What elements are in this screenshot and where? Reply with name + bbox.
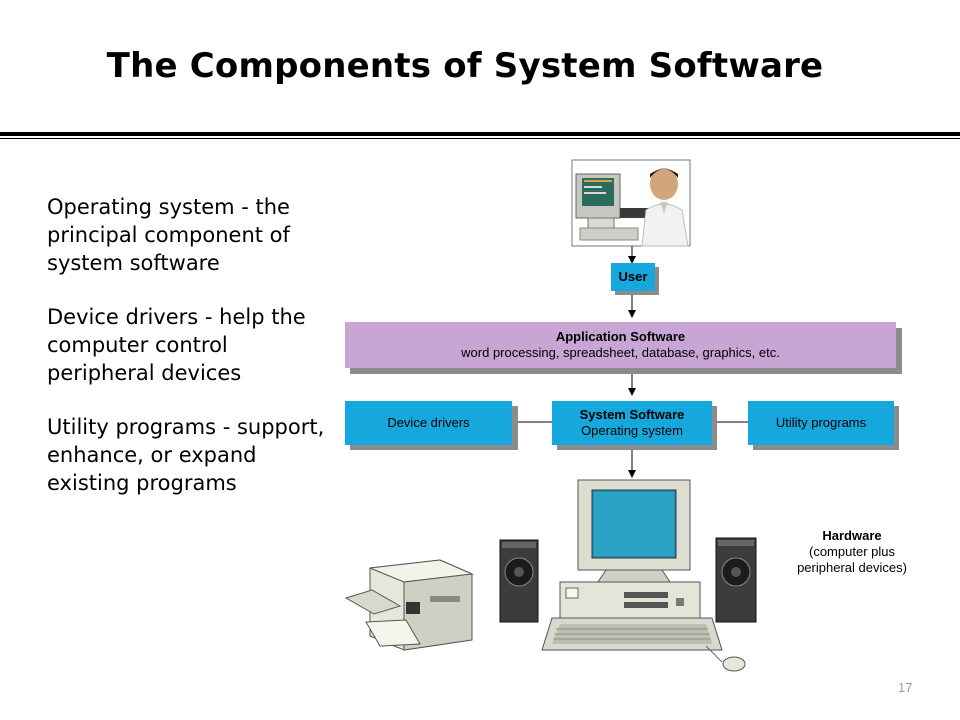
hardware-title: Hardware (822, 528, 882, 543)
bullet-device-drivers: Device drivers - help the computer contr… (47, 305, 306, 385)
system-software-diagram: User Application Software word processin… (330, 150, 930, 690)
user-box: User (611, 263, 655, 291)
utility-programs-label: Utility programs (775, 415, 867, 430)
hardware-subtitle-line2: peripheral devices) (797, 560, 907, 575)
page-number: 17 (898, 680, 913, 695)
utility-programs-box: Utility programs (748, 401, 894, 445)
application-software-box: Application Software word processing, sp… (345, 322, 896, 368)
device-drivers-box: Device drivers (345, 401, 512, 445)
slide-title: The Components of System Software (106, 46, 824, 86)
bullet-list: Operating system - the principal compone… (47, 193, 337, 523)
hardware-label: Hardware (computer plus peripheral devic… (782, 528, 922, 576)
application-software-title: Application Software (555, 329, 686, 344)
application-software-subtitle: word processing, spreadsheet, database, … (461, 345, 780, 360)
bullet-operating-system: Operating system - the principal compone… (47, 195, 290, 275)
device-drivers-label: Device drivers (387, 415, 470, 430)
hardware-subtitle-line1: (computer plus (809, 544, 895, 559)
title-rule-thick (0, 132, 960, 136)
user-photo-image (571, 159, 691, 247)
diagram-connectors (512, 159, 748, 478)
title-rule-thin (0, 138, 960, 139)
system-software-box: System Software Operating system (552, 401, 712, 445)
system-software-title: System Software (579, 407, 685, 422)
bullet-utility-programs: Utility programs - support, enhance, or … (47, 415, 325, 495)
system-software-subtitle: Operating system (581, 423, 683, 438)
user-label: User (618, 269, 648, 284)
